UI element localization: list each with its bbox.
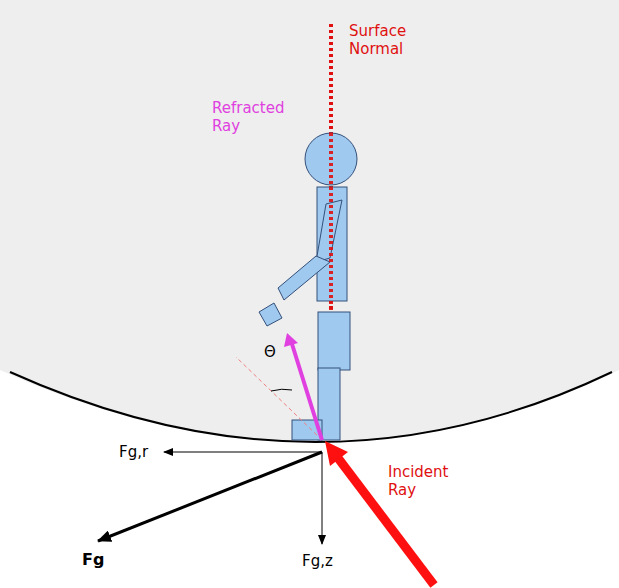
incident-ray-head — [325, 441, 348, 466]
ray-label: Refracted Ray — [212, 99, 292, 135]
angle-arc — [271, 389, 292, 391]
force-vector — [98, 452, 322, 541]
surface-normal-label: Surface Normal — [349, 22, 429, 58]
refracted-ray-head — [284, 333, 298, 347]
force-label: Fg — [82, 551, 104, 569]
angle-symbol: Θ — [264, 343, 276, 361]
ray-label: Incident Ray — [388, 463, 458, 499]
force-vector — [322, 452, 323, 544]
refracted-ray — [292, 344, 322, 440]
background-region — [0, 0, 619, 443]
force-label: Fg,r — [119, 443, 148, 461]
surface-normal-line — [329, 133, 333, 312]
force-label: Fg,z — [302, 552, 333, 570]
force-vector — [164, 452, 322, 453]
